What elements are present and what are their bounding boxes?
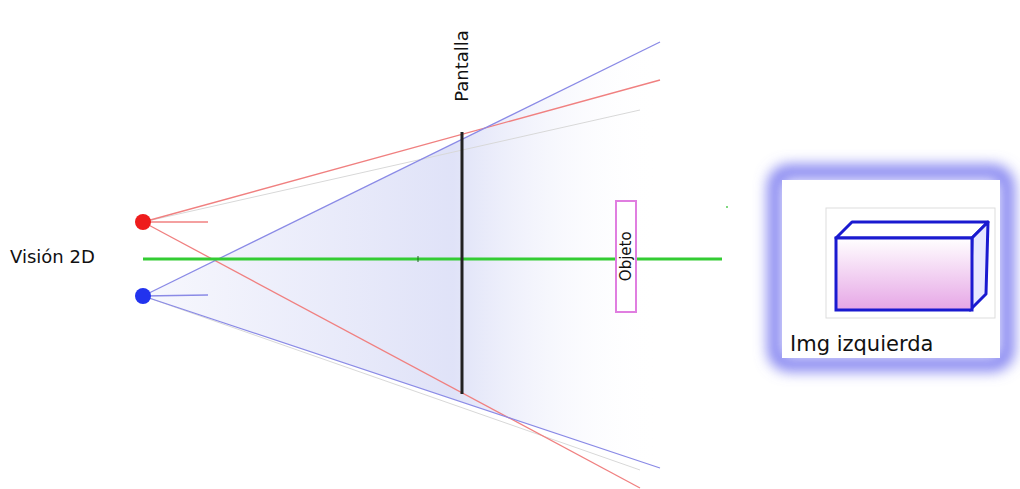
image-ground [826,208,995,318]
axis-tick [418,256,419,262]
node-text: Objeto [618,232,635,282]
vision-label: Visión 2D [10,247,97,267]
blue-tick [143,295,208,296]
object-box: Objeto [615,200,637,313]
box-top [836,222,988,238]
blue-ray [143,296,660,468]
left-eye [135,214,151,230]
screen-label: Pantalla [452,30,472,102]
dot [726,206,728,208]
view-volume [143,42,660,468]
red-ray [143,80,660,222]
grey-ray [143,296,640,470]
red-ray [143,222,640,488]
left-image-panel: Img izquierda [782,330,1000,360]
frame-ground [782,180,1000,358]
right-eye [135,288,151,304]
screen-line [461,132,464,394]
grey-ray [143,110,640,222]
node-text: Img izquierda [790,333,933,356]
blurred-frame [775,172,1007,364]
box-front [836,238,972,310]
red-tick [143,221,208,222]
